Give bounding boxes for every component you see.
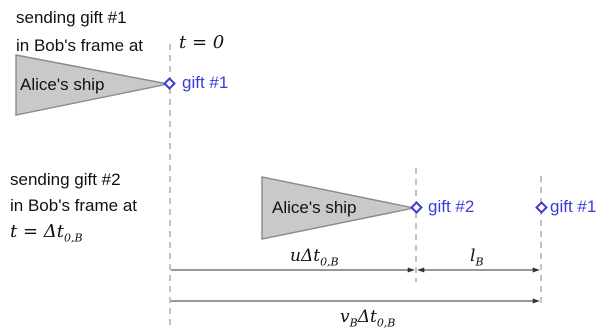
scene2-caption-line1: sending gift #2	[10, 170, 121, 189]
scene2-caption-line2: in Bob's frame at	[10, 196, 138, 215]
scene2-gift1-label: gift #1	[550, 197, 597, 216]
vb-main: v	[340, 307, 350, 327]
gift-1-marker	[163, 77, 176, 90]
u-dt-label: uΔt0,B	[290, 246, 339, 272]
alice-ship-1	[15, 54, 169, 116]
vb-sub1: B	[349, 316, 358, 330]
gift-1-marker-later	[535, 201, 548, 214]
u-dt-sub: 0,B	[320, 255, 339, 269]
lb-label: lB	[470, 246, 484, 272]
scene1-time: t = 0	[179, 32, 225, 53]
scene2-time-main: t = Δt	[10, 221, 64, 242]
gift-2-marker	[410, 201, 423, 214]
scene1-ship-label: Alice's ship	[20, 75, 105, 94]
vb-dt-label: vBΔt0,B	[340, 307, 395, 333]
scene2-ship-label: Alice's ship	[272, 198, 357, 217]
scene2-gift2-label: gift #2	[428, 197, 475, 216]
vb-mid: Δt	[357, 307, 377, 327]
lb-main: l	[470, 246, 476, 266]
vb-sub2: 0,B	[376, 316, 396, 330]
scene1-gift-label: gift #1	[182, 73, 229, 92]
scene2-time-sub: 0,B	[64, 231, 83, 245]
scene1-caption-line2: in Bob's frame at	[16, 36, 144, 55]
scene1-caption-line1: sending gift #1	[16, 8, 127, 27]
u-dt-main: uΔt	[290, 246, 321, 266]
lb-sub: B	[475, 255, 484, 269]
scene2-time: t = Δt0,B	[10, 222, 83, 249]
alice-ship-2	[261, 176, 415, 240]
